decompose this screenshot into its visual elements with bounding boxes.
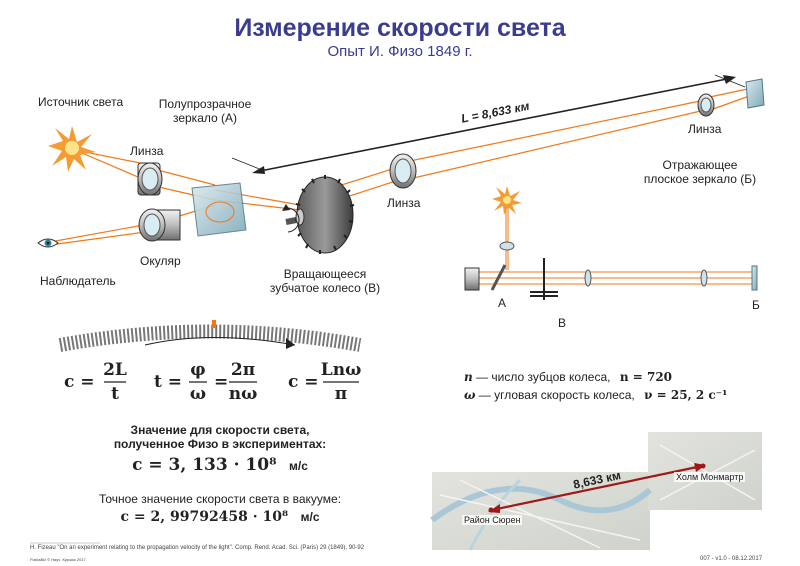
semi-mirror-icon — [191, 182, 247, 237]
exact-value: c = 2, 99792458 · 10⁸ — [120, 509, 289, 525]
param-w-value: ν = 25, 2 c⁻¹ — [644, 388, 728, 402]
label-small-a: А — [498, 296, 507, 310]
fizeau-heading: Значение для скорости света, полученное … — [113, 423, 327, 451]
small-gear-icon — [530, 258, 558, 300]
small-schematic — [464, 186, 758, 300]
eyepiece-icon — [138, 208, 181, 242]
formula-c2-den: π — [334, 384, 348, 404]
formula-t-den1: ω — [189, 384, 207, 404]
param-n-line: n — число зубцов колеса, n = 720 — [464, 370, 672, 384]
fizeau-value: c = 3, 133 · 10⁸ — [132, 455, 277, 475]
param-n-symbol: n — [464, 370, 473, 384]
label-small-v: В — [558, 316, 567, 330]
footer-reference: H. Fizeau "On an experiment relating to … — [30, 545, 365, 551]
map-point-a: Район Сюрен — [462, 515, 523, 525]
map-image — [430, 432, 762, 551]
distance-arrow — [231, 74, 746, 174]
label-lens-left: Линза — [130, 144, 164, 158]
observer-eye-icon — [37, 238, 59, 248]
label-reflecting-mirror: Отражающее плоское зеркало (Б) — [643, 158, 757, 186]
param-w-text: — угловая скорость колеса, — [478, 388, 635, 402]
footer-version: 007 - v1.0 - 08.12.2017 — [700, 556, 763, 562]
formula-t-num1: φ — [190, 360, 206, 380]
formula-t-den2: nω — [228, 384, 258, 404]
param-w-symbol: ω — [464, 388, 476, 402]
lens-mid-icon — [389, 153, 417, 189]
param-n-text: — число зубцов колеса, — [476, 370, 611, 384]
exact-result: c = 2, 99792458 · 10⁸ м/с — [70, 508, 370, 526]
param-w-line: ω — угловая скорость колеса, ν = 25, 2 c… — [464, 388, 727, 402]
fizeau-result: c = 3, 133 · 10⁸ м/с — [90, 455, 350, 475]
label-eyepiece: Окуляр — [140, 254, 181, 268]
page-subtitle: Опыт И. Физо 1849 г. — [327, 43, 473, 60]
param-n-value: n = 720 — [619, 370, 673, 384]
gear-wheel-icon — [282, 175, 355, 254]
light-source-icon — [48, 126, 96, 172]
label-observer: Наблюдатель — [40, 274, 116, 288]
reflecting-mirror-icon — [745, 78, 765, 109]
exact-heading: Точное значение скорости света в вакууме… — [98, 492, 342, 506]
formula-c-num: 2L — [103, 360, 127, 380]
footer-author: FizikaBiz © Науч. Кружок 2017 — [30, 557, 86, 562]
map-point-b: Холм Монмартр — [674, 472, 746, 482]
label-wheel: Вращающееся зубчатое колесо (В) — [269, 267, 381, 295]
formula-t-eq2: = — [214, 372, 229, 392]
exact-unit: м/с — [300, 510, 320, 524]
formula-c2-num: Lnω — [320, 360, 362, 380]
label-lens-mid: Линза — [387, 196, 421, 210]
lens-right-icon — [697, 93, 715, 117]
formula-t-lhs: t = — [154, 372, 183, 392]
gear-strip-icon — [58, 320, 362, 352]
formula-t-num2: 2π — [230, 360, 256, 380]
fizeau-unit: м/с — [289, 459, 308, 473]
formula-c2-lhs: c = — [288, 372, 319, 392]
label-light-source: Источник света — [38, 95, 124, 109]
lens-left-icon — [137, 162, 163, 196]
formula-c-lhs: c = — [64, 372, 95, 392]
formula-c-den: t — [111, 384, 119, 404]
label-lens-right: Линза — [688, 122, 722, 136]
small-light-source-icon — [492, 186, 522, 215]
label-semi-mirror: Полупрозрачное зеркало (А) — [158, 97, 252, 125]
page-title: Измерение скорости света — [234, 14, 566, 42]
label-small-b: Б — [752, 298, 760, 312]
